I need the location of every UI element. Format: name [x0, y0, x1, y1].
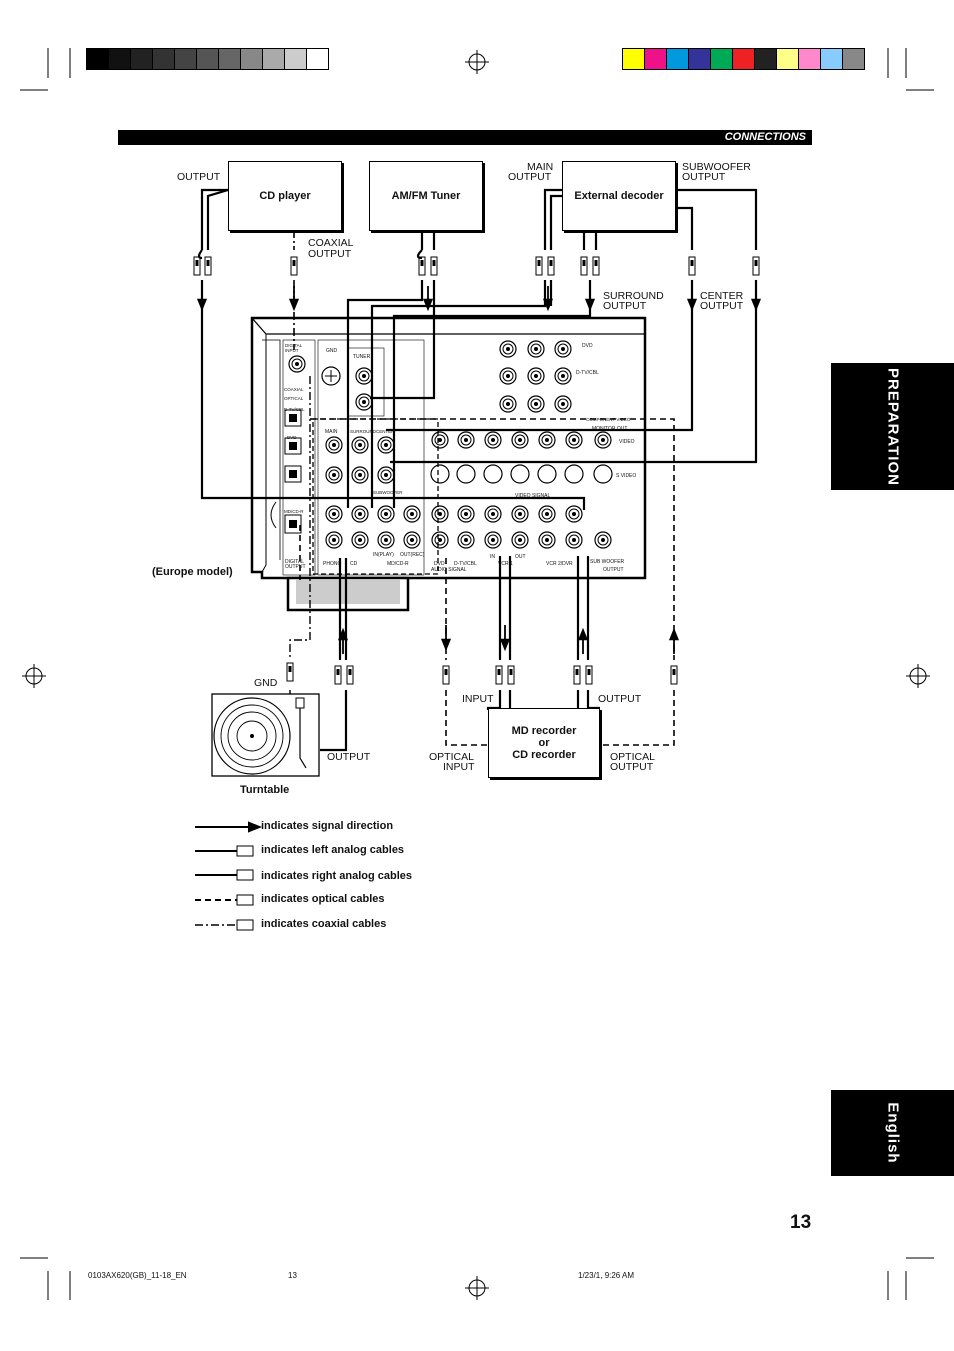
panel-tuner: TUNER [353, 354, 371, 360]
panel-gnd: GND [326, 348, 338, 354]
page-number: 13 [790, 1212, 812, 1233]
legend-optical: indicates optical cables [261, 893, 385, 905]
panel-s-video: S VIDEO [616, 473, 637, 479]
europe-model-label: (Europe model) [152, 566, 233, 578]
panel-video-signal: VIDEO SIGNAL [515, 493, 551, 499]
turntable-label: Turntable [240, 784, 290, 796]
legend-coaxial: indicates coaxial cables [261, 918, 387, 930]
main-output-label-1: MAIN [527, 161, 554, 173]
panel-phono: PHONO [323, 561, 342, 567]
recorder-output-label: OUTPUT [598, 693, 642, 705]
panel-dvd-bottom: DVD [434, 561, 445, 567]
legend-right-analog: indicates right analog cables [261, 870, 412, 882]
panel-dtv-bottom: D-TV/CBL [454, 561, 477, 567]
section-title: CONNECTIONS [724, 131, 806, 143]
optical-output-label-1: OPTICAL [610, 751, 655, 763]
center-output-label-2: OUTPUT [700, 300, 744, 312]
recorder-input-label: INPUT [462, 693, 494, 705]
cd-player-label: CD player [259, 190, 311, 202]
panel-output: OUTPUT [603, 567, 624, 573]
panel-surround: SURROUND [350, 429, 377, 434]
analog-cables [200, 188, 758, 752]
surround-output-label-2: OUTPUT [603, 300, 647, 312]
subwoofer-output-label-1: SUBWOOFER [682, 161, 751, 173]
preparation-tab: PREPARATION [831, 363, 954, 490]
optical-input-label-2: INPUT [443, 761, 475, 773]
panel-dtv-b: D-TV/CBL [576, 370, 599, 376]
optical-input-label-1: OPTICAL [429, 751, 474, 763]
panel-vcr1: VCR 1 [498, 561, 513, 567]
registration-marks [20, 48, 934, 1300]
footer-page: 13 [288, 1271, 297, 1280]
panel-dvd: DVD [287, 435, 297, 440]
panel-audio-signal: AUDIO SIGNAL [431, 567, 467, 573]
panel-center: CENTER [376, 429, 395, 434]
coaxial-output-label-2: OUTPUT [308, 248, 352, 260]
panel-out-rec: OUT(REC) [400, 552, 425, 558]
cd-player-box: CD player [228, 161, 342, 231]
main-output-label-2: OUTPUT [508, 171, 552, 183]
turntable-output-label: OUTPUT [327, 751, 371, 763]
legend-left-analog: indicates left analog cables [261, 844, 405, 856]
gnd-label: GND [254, 677, 278, 689]
optical-output-label-2: OUTPUT [610, 761, 654, 773]
panel-optical: OPTICAL [284, 396, 304, 401]
cd-output-label: OUTPUT [177, 171, 221, 183]
surround-output-label-1: SURROUND [603, 290, 664, 302]
subwoofer-output-label-2: OUTPUT [682, 171, 726, 183]
recorder-box: MD recorder or CD recorder [488, 708, 600, 778]
tuner-label: AM/FM Tuner [391, 190, 461, 202]
decoder-label: External decoder [574, 190, 664, 202]
panel-coaxial: COAXIAL [284, 387, 304, 392]
center-output-label-1: CENTER [700, 290, 744, 302]
section-header-bar: CONNECTIONS [118, 130, 812, 145]
panel-in-play: IN(PLAY) [373, 552, 394, 558]
panel-digital-output: DIGITAL OUTPUT [285, 559, 306, 570]
panel-dtv: D-TV/CBL [284, 407, 305, 412]
panel-monitor-out: MONITOR OUT [592, 426, 628, 432]
receiver-panel [250, 316, 647, 612]
language-tab: English [831, 1090, 954, 1176]
panel-video: VIDEO [619, 439, 635, 445]
turntable-drawing [211, 693, 320, 777]
panel-component-video: COMPONENT VIDEO [586, 417, 631, 422]
legend-signal-direction: indicates signal direction [261, 820, 394, 832]
color-swatch [842, 48, 865, 70]
panel-subwoofer: SUBWOOFER [373, 490, 403, 495]
panel-dvd-a: DVD [582, 343, 593, 349]
panel-vcr2: VCR 2/DVR [546, 561, 573, 567]
recorder-label-3: CD recorder [512, 749, 576, 761]
recorder-label-1: MD recorder [511, 725, 577, 737]
coaxial-output-label-1: COAXIAL [308, 237, 354, 249]
panel-in: IN [490, 554, 495, 560]
tuner-box: AM/FM Tuner [369, 161, 483, 231]
europe-model-box [312, 418, 439, 575]
gray-swatch [306, 48, 329, 70]
panel-optical-md: MD/CD-R [284, 509, 304, 514]
footer-date: 1/23/1, 9:26 AM [578, 1271, 635, 1280]
footer-file: 0103AX620(GB)_11-18_EN [88, 1271, 187, 1280]
panel-out: OUT [515, 554, 526, 560]
decoder-box: External decoder [562, 161, 676, 231]
recorder-label-2: or [538, 737, 550, 749]
panel-md-cdr: MD/CD-R [387, 561, 409, 567]
panel-main: MAIN [325, 429, 338, 435]
legend-graphics [195, 821, 262, 931]
panel-cd: CD [350, 561, 358, 567]
panel-sub-woofer: SUB WOOFER [590, 559, 625, 565]
panel-digital-input: DIGITAL INPUT [285, 343, 303, 353]
